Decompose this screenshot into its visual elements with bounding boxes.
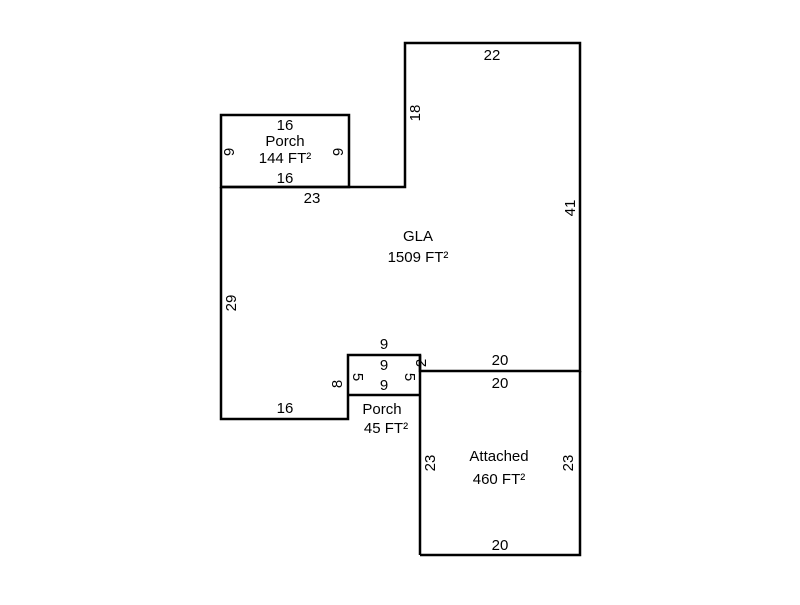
dim-label: 2 <box>413 359 430 367</box>
dim-label: 9 <box>221 148 238 156</box>
dim-label: 22 <box>484 47 501 64</box>
dim-label: 16 <box>277 170 294 187</box>
attached-area: 460 FT² <box>473 471 526 488</box>
outlines <box>219 41 582 557</box>
porch-small-area: 45 FT² <box>364 420 408 437</box>
dim-label: 41 <box>562 200 579 217</box>
dim-label: 8 <box>329 380 346 388</box>
dim-label: 9 <box>380 336 388 353</box>
dim-label: 5 <box>349 373 366 381</box>
dim-label: 16 <box>277 400 294 417</box>
dim-label: 23 <box>304 190 321 207</box>
dim-label: 20 <box>492 537 509 554</box>
porch-small-label: Porch <box>362 401 401 418</box>
gla-area: 1509 FT² <box>388 249 449 266</box>
porch-top-outline <box>219 113 351 189</box>
dim-label: 9 <box>380 357 388 374</box>
dim-label: 5 <box>401 373 418 381</box>
gla-outline <box>219 41 582 421</box>
dim-label: 20 <box>492 375 509 392</box>
dim-label: 20 <box>492 352 509 369</box>
dim-label: 23 <box>560 455 577 472</box>
dim-label: 16 <box>277 117 294 134</box>
porch-top-area: 144 FT² <box>259 150 312 167</box>
attached-outline <box>420 371 582 557</box>
gla-label: GLA <box>403 228 433 245</box>
porch-top-label: Porch <box>265 133 304 150</box>
dim-label: 9 <box>330 148 347 156</box>
attached-label: Attached <box>469 448 528 465</box>
dim-label: 9 <box>380 377 388 394</box>
dim-label: 18 <box>407 105 424 122</box>
dim-label: 29 <box>223 295 240 312</box>
dim-label: 23 <box>422 455 439 472</box>
